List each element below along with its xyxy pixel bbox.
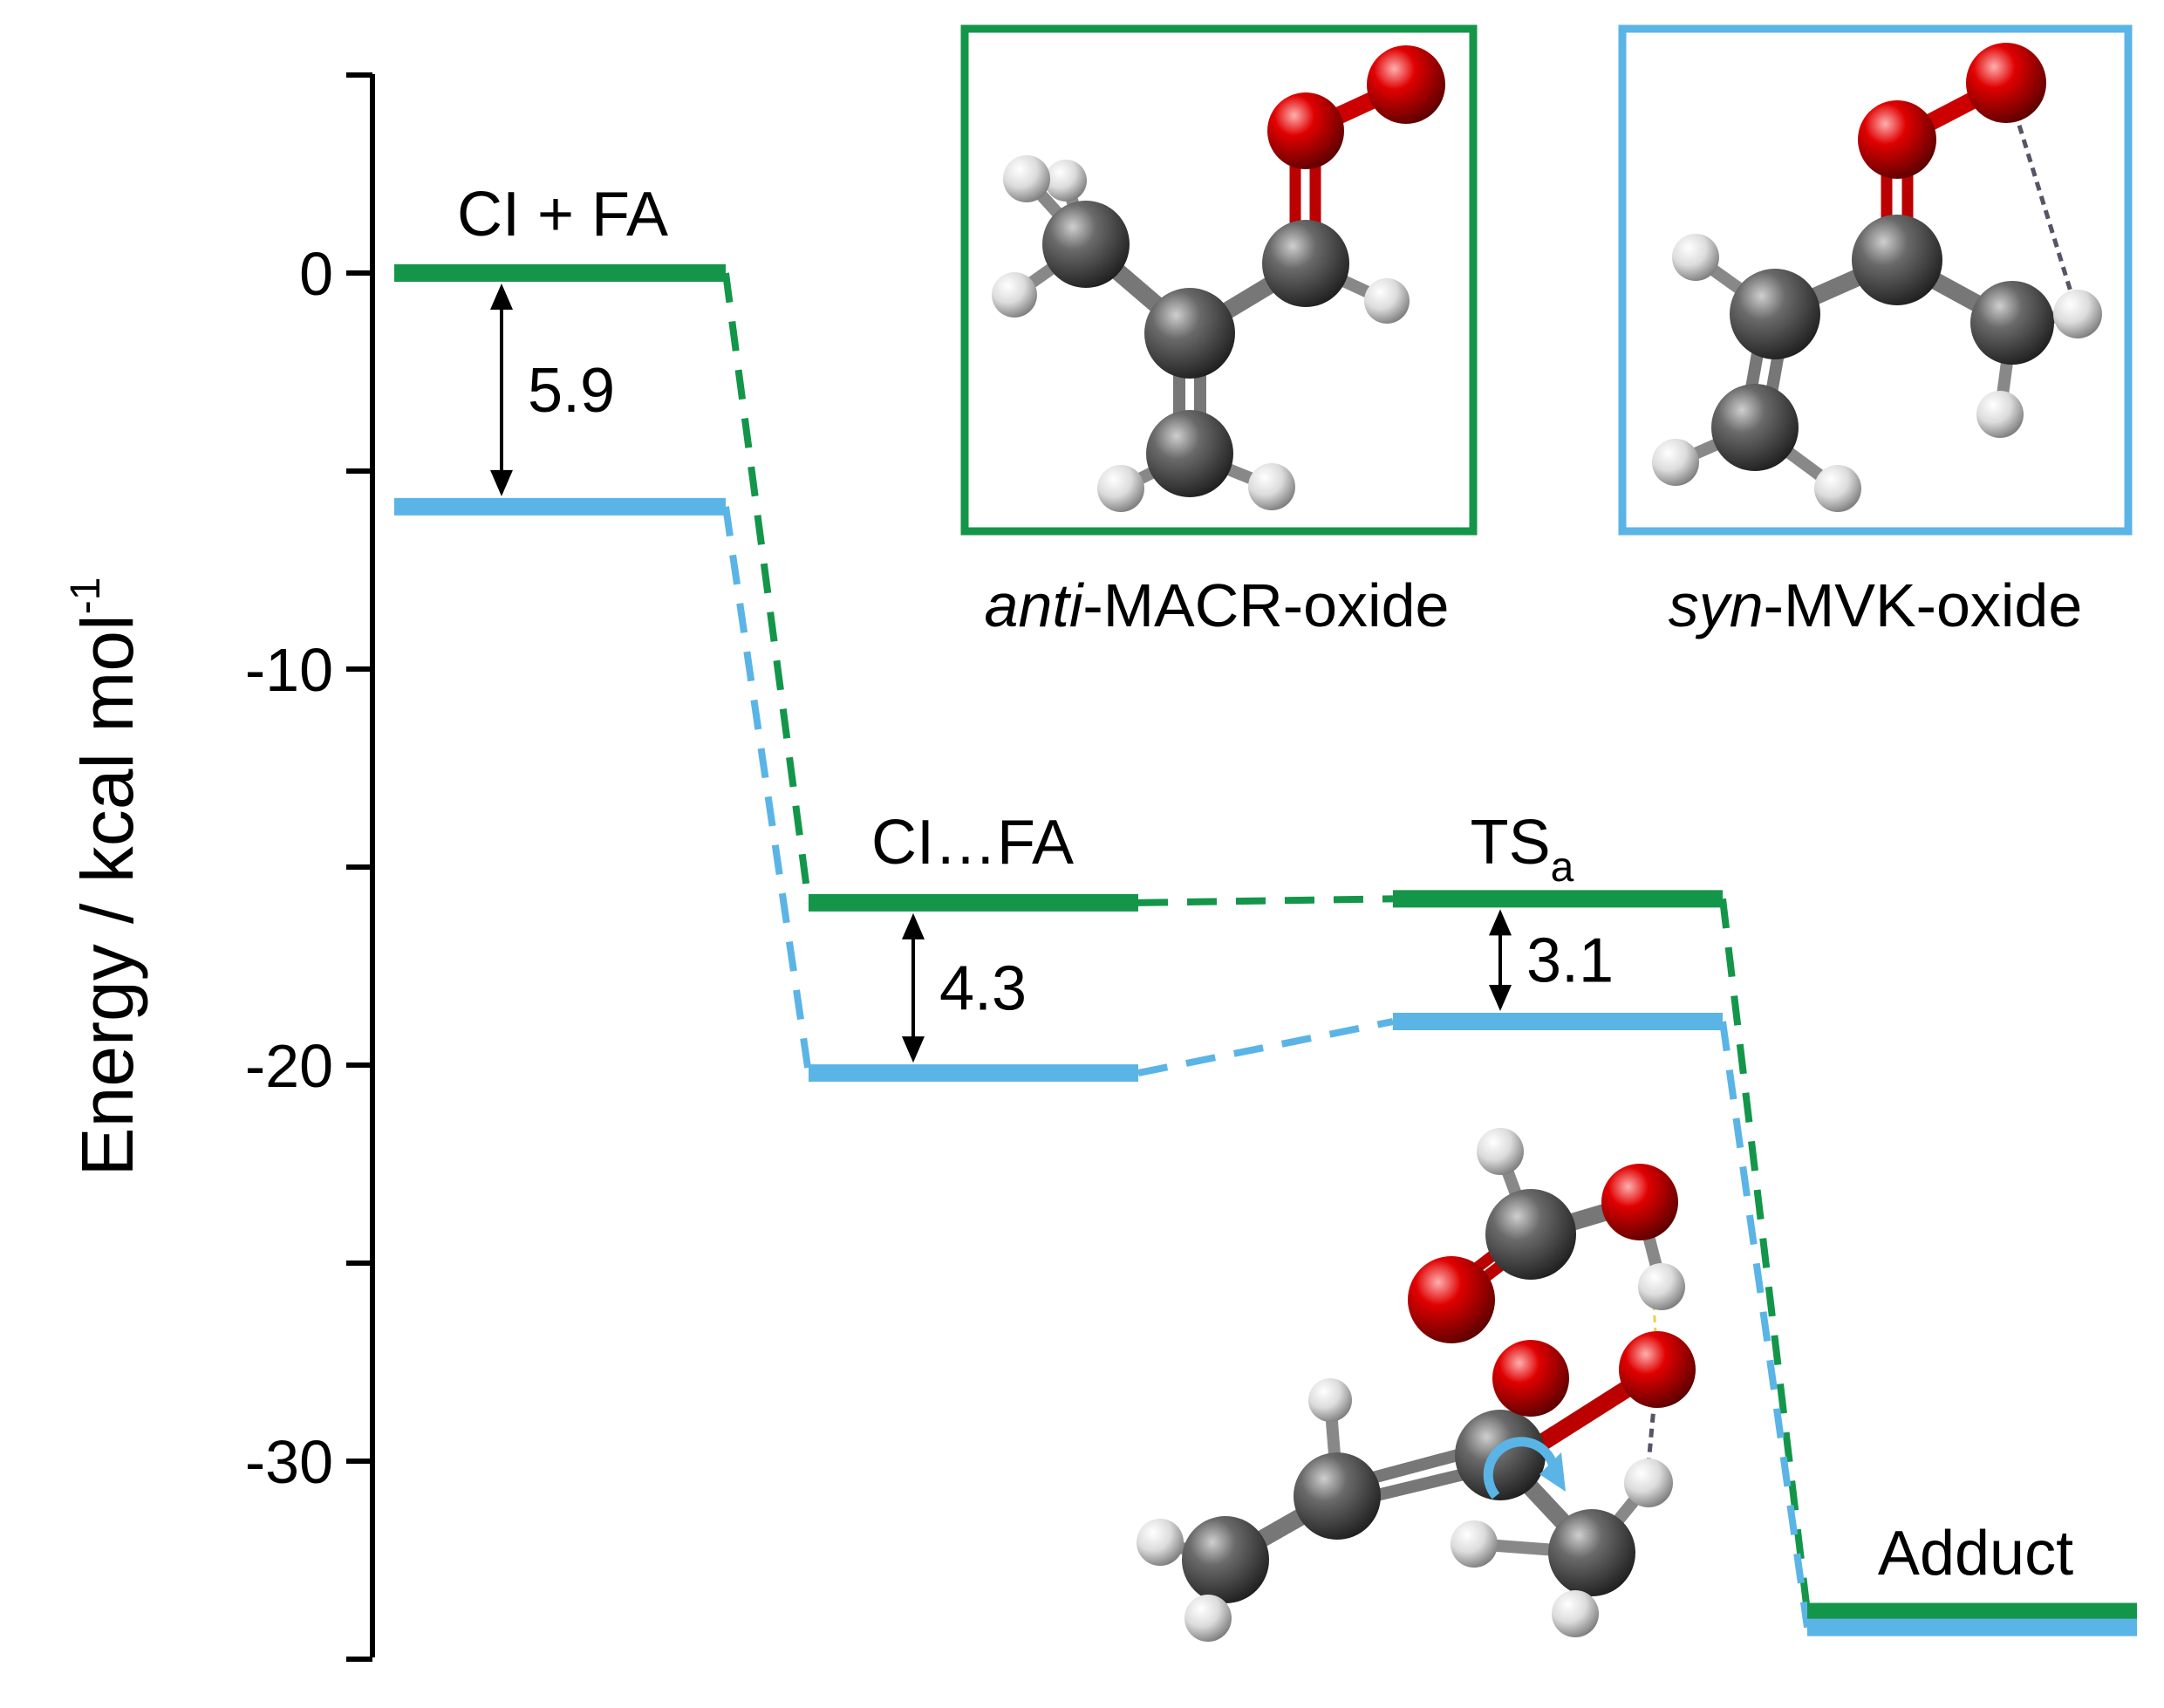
- y-ticks: 0 -10 -20 -30: [245, 72, 372, 1662]
- connector-anti-MACR-oxide: [1137, 895, 1394, 906]
- y-tick-label: -10: [245, 636, 333, 704]
- gap-arrowhead-up: [1489, 909, 1512, 936]
- gap-value-label: 5.9: [528, 356, 615, 426]
- connector-anti-MACR-oxide: [1719, 898, 1811, 1612]
- inset-frame-syn: [1618, 24, 2133, 536]
- anti-macr-oxide-molecule-icon: [992, 45, 1445, 512]
- rotation-arrowhead-icon: [1539, 1452, 1566, 1492]
- y-tick-label: -20: [245, 1032, 333, 1100]
- gap-arrowhead-down: [490, 469, 513, 496]
- caption-syn-italic: syn: [1669, 571, 1764, 639]
- connector-anti-MACR-oxide: [722, 272, 812, 904]
- syn-mvk-oxide-molecule-icon: [1652, 43, 2102, 512]
- inset-syn-mvk-oxide: syn-MVK-oxide: [1618, 24, 2133, 639]
- y-tick-label: -30: [245, 1428, 333, 1496]
- y-tick-label: 0: [299, 240, 333, 308]
- connector-syn-MVK-oxide: [1719, 1021, 1811, 1629]
- rotation-arrow-icon: [1483, 1437, 1560, 1500]
- gap-arrowhead-up: [490, 284, 513, 310]
- state-label-adduct: Adduct: [1878, 1519, 2073, 1588]
- inset-caption-anti: anti-MACR-oxide: [985, 571, 1450, 639]
- gap-value-label: 4.3: [939, 953, 1027, 1023]
- state-label-complex: CI…FA: [871, 808, 1074, 878]
- transition-state-structure-icon: [1137, 1128, 1696, 1642]
- syn-hydrogen-bond: [2004, 82, 2080, 315]
- gap-arrowhead-down: [1489, 985, 1512, 1012]
- y-axis-label-superscript: -1: [63, 577, 109, 615]
- energy-levels: [394, 264, 2137, 1636]
- y-axis: 0 -10 -20 -30 Energy / kcal mol-1: [63, 72, 375, 1662]
- state-label-reactants: CI + FA: [457, 180, 668, 249]
- caption-syn-rest: -MVK-oxide: [1764, 571, 2083, 639]
- y-axis-label-text: Energy / kcal mol: [66, 614, 148, 1176]
- inset-caption-syn: syn-MVK-oxide: [1669, 571, 2083, 639]
- caption-anti-italic: anti: [985, 571, 1085, 639]
- gap-value-label: 3.1: [1526, 926, 1614, 996]
- gap-arrowhead-down: [902, 1036, 925, 1063]
- y-axis-label: Energy / kcal mol-1: [63, 577, 148, 1177]
- energy-gap-arrows: 5.9 4.3 3.1: [490, 284, 1614, 1063]
- state-label-subscript: a: [1551, 844, 1574, 891]
- state-label-ts: TSa: [1471, 808, 1574, 891]
- inset-frame-anti: [960, 24, 1478, 536]
- gap-arrowhead-up: [902, 912, 925, 939]
- connector-syn-MVK-oxide: [1137, 1018, 1394, 1077]
- caption-anti-rest: -MACR-oxide: [1082, 571, 1449, 639]
- inset-anti-macr-oxide: anti-MACR-oxide: [960, 24, 1478, 639]
